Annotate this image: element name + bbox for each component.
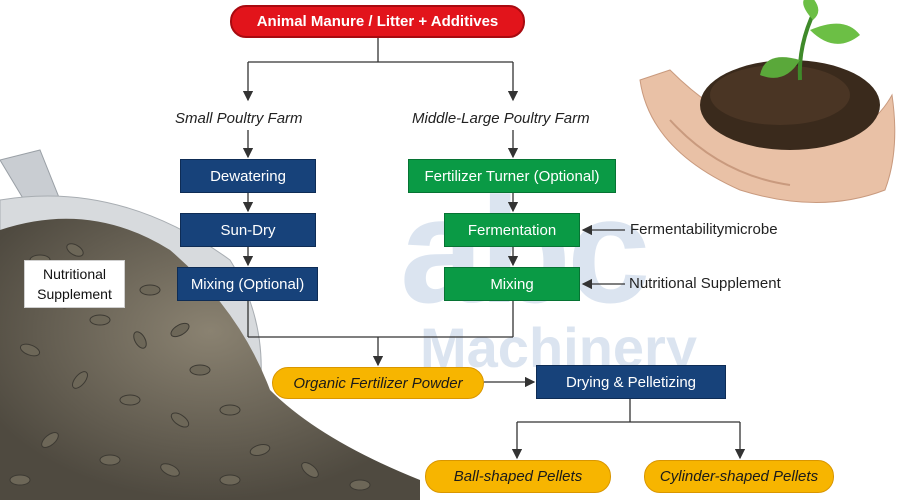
large-farm-label: Middle-Large Poultry Farm [412,110,590,127]
fermentation-node: Fermentation [444,213,580,247]
cylinder-pellets-node: Cylinder-shaped Pellets [644,460,834,493]
callout-line-2: Supplement [37,286,112,302]
mixing-node: Mixing [444,267,580,301]
ball-pellets-node: Ball-shaped Pellets [425,460,611,493]
nutritional-supplement-label: Nutritional Supplement [629,275,781,292]
organic-fertilizer-powder-node: Organic Fertilizer Powder [272,367,484,399]
fermentability-microbe-label: Fermentabilitymicrobe [630,221,778,238]
nutritional-supplement-callout: Nutritional Supplement [24,260,125,308]
drying-pelletizing-node: Drying & Pelletizing [536,365,726,399]
small-farm-label: Small Poultry Farm [175,110,303,127]
sun-dry-node: Sun-Dry [180,213,316,247]
mixing-optional-node: Mixing (Optional) [177,267,318,301]
callout-line-1: Nutritional [42,266,107,282]
hands-soil-sprout-illustration [639,0,896,203]
fertilizer-turner-node: Fertilizer Turner (Optional) [408,159,616,193]
source-node: Animal Manure / Litter + Additives [230,5,525,38]
dewatering-node: Dewatering [180,159,316,193]
